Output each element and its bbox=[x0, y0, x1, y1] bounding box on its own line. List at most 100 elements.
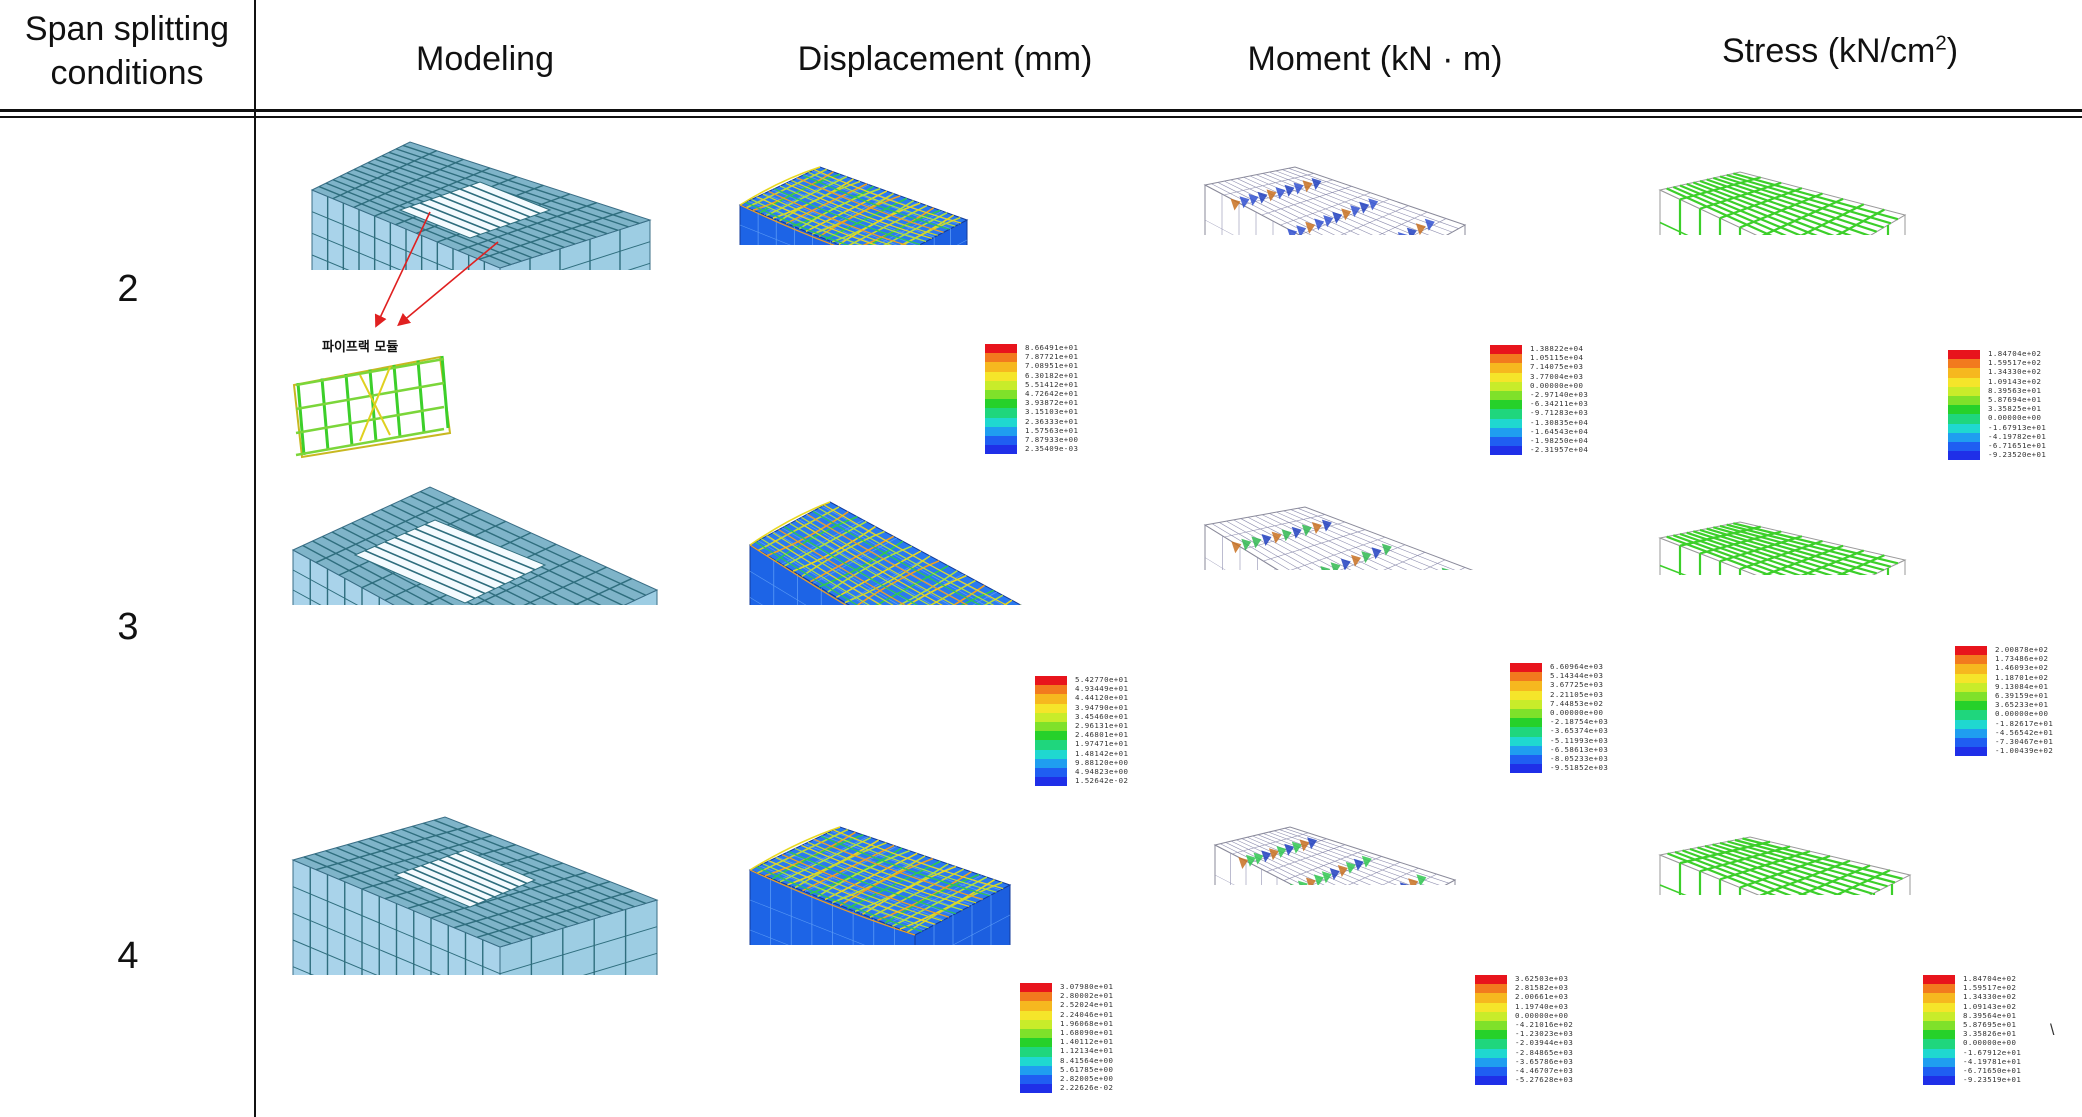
legend-value: 5.51412e+01 bbox=[1025, 379, 1079, 389]
model-image-row-3 bbox=[285, 485, 665, 605]
legend-value: 0.00000e+00 bbox=[1995, 709, 2049, 719]
moment-diagrams bbox=[1231, 519, 1450, 570]
legend-swatch bbox=[1923, 1048, 1955, 1058]
legend-swatch bbox=[1035, 722, 1067, 732]
stress-image-row-3 bbox=[1655, 520, 1910, 575]
legend-value: -4.56542e+01 bbox=[1995, 727, 2054, 737]
legend-swatch bbox=[1035, 703, 1067, 713]
legend-swatch bbox=[985, 445, 1017, 455]
moment-diagrams bbox=[1230, 178, 1435, 235]
legend-swatch bbox=[985, 353, 1017, 363]
legend-swatch bbox=[1510, 764, 1542, 774]
legend-value: 3.93872e+01 bbox=[1025, 398, 1079, 408]
legend-swatch bbox=[1955, 719, 1987, 729]
pipe-rack-module-label: 파이프랙 모듈 bbox=[322, 340, 399, 355]
column-divider bbox=[254, 0, 256, 1117]
legend-value: -3.65786e+03 bbox=[1515, 1056, 1574, 1066]
legend-value: 8.41564e+00 bbox=[1060, 1055, 1114, 1065]
legend-swatch bbox=[1948, 432, 1980, 442]
legend-swatch bbox=[1923, 993, 1955, 1003]
legend-swatch bbox=[1490, 400, 1522, 410]
header-modeling: Modeling bbox=[416, 40, 554, 78]
legend-swatch bbox=[1490, 418, 1522, 428]
legend-value: 1.73486e+02 bbox=[1995, 654, 2049, 664]
legend-swatch bbox=[1948, 442, 1980, 452]
header-rule-top bbox=[0, 109, 2082, 112]
pipe-rack-module-image bbox=[290, 355, 455, 460]
legend-swatch bbox=[1490, 446, 1522, 456]
legend-value: 4.93449e+01 bbox=[1075, 684, 1129, 694]
legend-value: 6.30182e+01 bbox=[1025, 370, 1079, 380]
legend-value: -1.82617e+01 bbox=[1995, 718, 2054, 728]
legend-value: 2.22626e-02 bbox=[1060, 1083, 1114, 1093]
legend-swatch bbox=[1490, 354, 1522, 364]
moment-frame bbox=[1203, 506, 1474, 570]
legend-value: 3.62503e+03 bbox=[1515, 974, 1569, 983]
legend-swatch bbox=[1510, 745, 1542, 755]
legend-swatch bbox=[1490, 345, 1522, 355]
legend-value: 2.00878e+02 bbox=[1995, 645, 2049, 654]
legend-swatch bbox=[1510, 755, 1542, 765]
legend-value: 3.15103e+01 bbox=[1025, 407, 1079, 417]
legend-value: -4.19781e+01 bbox=[1963, 1056, 2022, 1066]
legend-value: 8.39564e+01 bbox=[1963, 1010, 2017, 1020]
legend-swatch bbox=[1020, 1010, 1052, 1020]
legend-value: 7.14075e+03 bbox=[1530, 362, 1584, 372]
legend-value: 1.84704e+02 bbox=[1988, 349, 2042, 358]
legend-swatch bbox=[1510, 681, 1542, 691]
legend-value: 2.81582e+03 bbox=[1515, 983, 1569, 993]
legend-swatch bbox=[1923, 984, 1955, 994]
legend-value: -5.27628e+03 bbox=[1515, 1075, 1574, 1085]
deformed-members bbox=[749, 501, 1021, 605]
legend-swatch bbox=[1035, 685, 1067, 695]
legend-value: 1.19740e+03 bbox=[1515, 1001, 1569, 1011]
legend-value: 6.60964e+03 bbox=[1550, 662, 1604, 671]
legend-swatch bbox=[985, 380, 1017, 390]
legend-swatch bbox=[1020, 1056, 1052, 1066]
stress-frame bbox=[1658, 521, 1907, 575]
stress-frame bbox=[1658, 171, 1907, 235]
legend-value: 9.88120e+00 bbox=[1075, 757, 1129, 767]
legend-swatch bbox=[1475, 1048, 1507, 1058]
legend-swatch bbox=[1020, 1065, 1052, 1075]
stress-image-row-2 bbox=[1655, 170, 1910, 235]
legend-value: 1.68090e+01 bbox=[1060, 1028, 1114, 1037]
legend-swatch bbox=[1955, 728, 1987, 738]
legend-swatch bbox=[1490, 363, 1522, 373]
legend-value: 0.00000e+00 bbox=[1550, 708, 1604, 717]
moment-image-row-3 bbox=[1200, 505, 1490, 570]
legend-value: 7.87933e+00 bbox=[1025, 435, 1079, 444]
legend-swatch bbox=[1475, 1057, 1507, 1067]
legend-value: 1.18701e+02 bbox=[1995, 672, 2049, 682]
header-rule-bottom bbox=[0, 116, 2082, 118]
legend-value: 1.46093e+02 bbox=[1995, 663, 2049, 673]
pipe-rack-frame bbox=[292, 355, 452, 459]
legend-value: 7.87721e+01 bbox=[1025, 352, 1079, 362]
legend-value: 1.34330e+02 bbox=[1963, 992, 2017, 1002]
legend-swatch bbox=[1490, 372, 1522, 382]
legend-value: 2.00661e+03 bbox=[1515, 992, 1569, 1002]
arrow-2 bbox=[397, 241, 499, 327]
legend-value: 3.35826e+01 bbox=[1963, 1029, 2017, 1039]
legend-value: 5.61785e+00 bbox=[1060, 1064, 1114, 1074]
legend-value: -8.05233e+03 bbox=[1550, 754, 1609, 763]
legend-swatch bbox=[1035, 758, 1067, 768]
legend-value: 1.59517e+02 bbox=[1988, 358, 2042, 368]
legend-value: -2.97140e+03 bbox=[1530, 390, 1589, 399]
legend-swatch bbox=[1490, 437, 1522, 447]
legend-swatch bbox=[1923, 1076, 1955, 1086]
legend-swatch bbox=[985, 399, 1017, 409]
legend-value: 1.97471e+01 bbox=[1075, 739, 1129, 749]
legend-value: -1.67913e+01 bbox=[1988, 422, 2047, 432]
header-stress: Stress (kN/cm2) bbox=[1630, 30, 2050, 74]
moment-frame bbox=[1203, 166, 1467, 235]
moment-diagrams bbox=[1238, 837, 1427, 885]
legend-swatch bbox=[1035, 676, 1067, 686]
legend-swatch bbox=[1948, 451, 1980, 461]
legend-value: 5.87694e+01 bbox=[1988, 395, 2042, 404]
legend-swatch bbox=[1948, 377, 1980, 387]
legend-value: 2.96131e+01 bbox=[1075, 721, 1129, 730]
header-moment: Moment (kN · m) bbox=[1247, 40, 1503, 78]
moment-image-row-4 bbox=[1210, 825, 1460, 885]
legend-swatch bbox=[985, 344, 1017, 354]
